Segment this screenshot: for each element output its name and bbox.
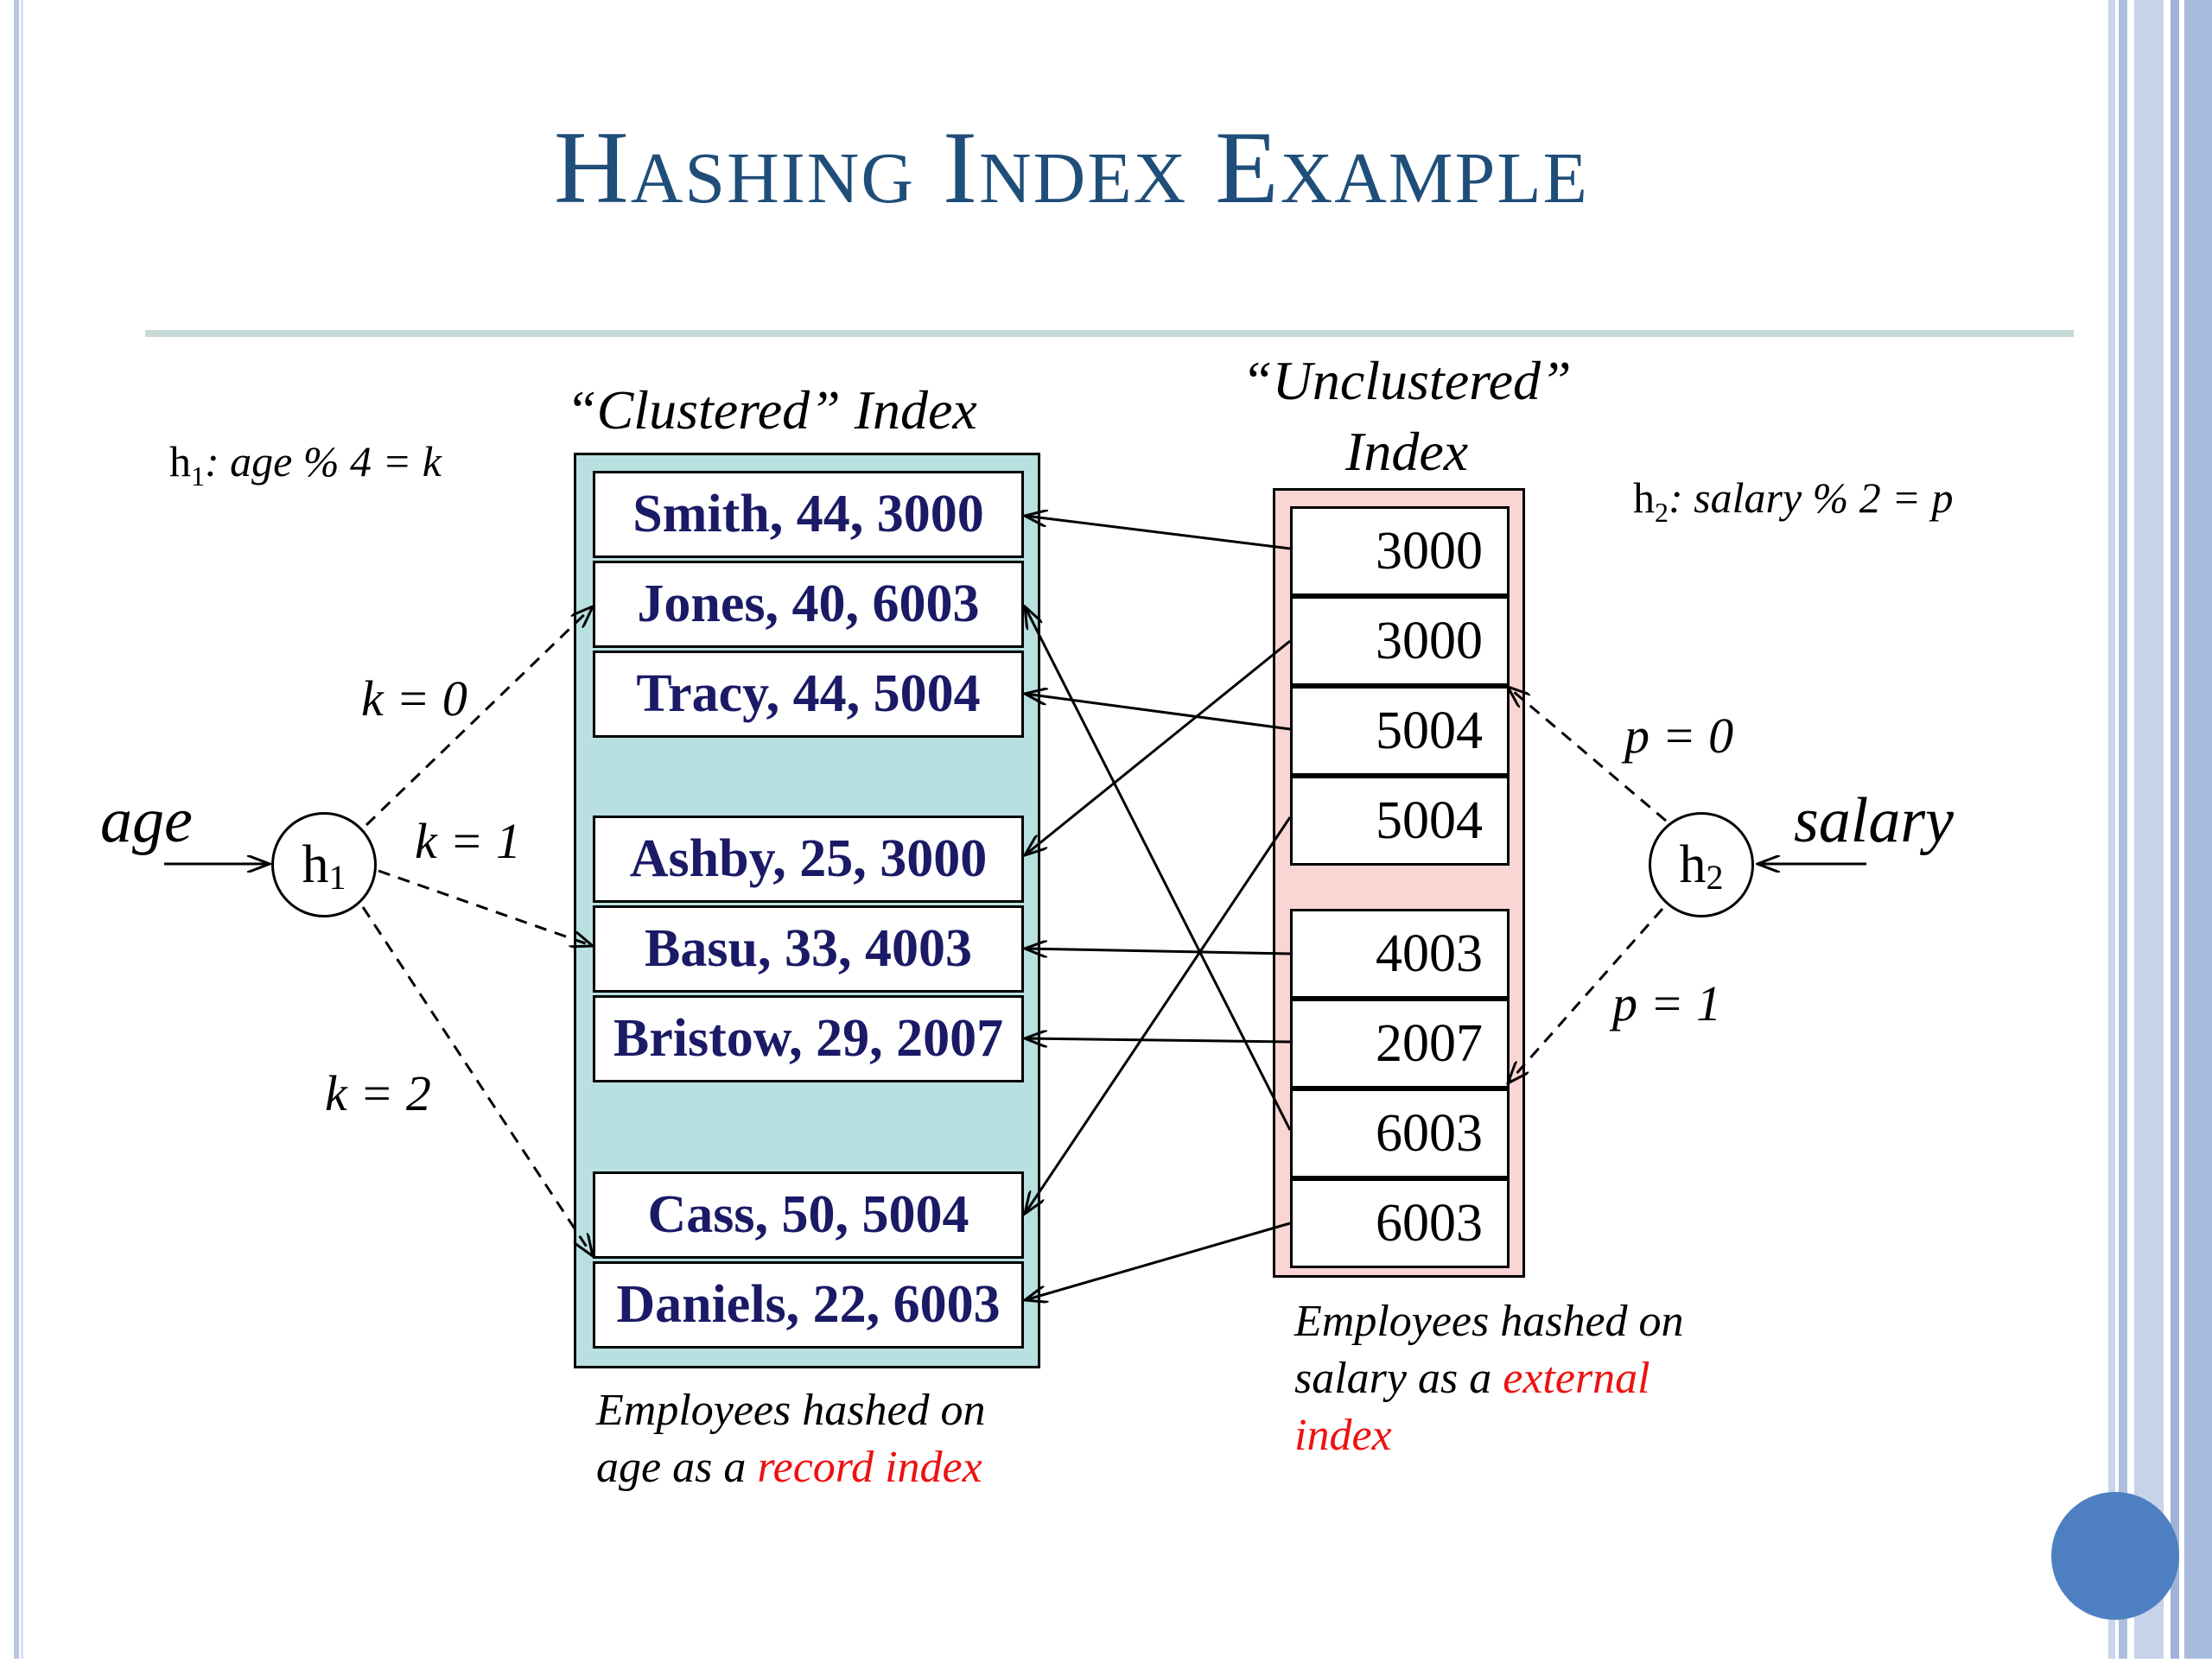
slide-title: Hashing Index Example [554,110,1589,225]
branch-p1: p = 1 [1612,975,1722,1031]
h2-formula: h2: salary % 2 = p [1633,473,1954,528]
clustered-heading: “Clustered” Index [566,379,977,441]
pointer-arrow [1025,1222,1291,1300]
age-input-label: age [100,785,193,856]
index-entry: 6003 [1290,1178,1510,1268]
pointer-arrow [1025,606,1292,1131]
record-row: Ashby, 25, 3000 [593,816,1024,903]
clustered-caption: Employees hashed on age as a record inde… [596,1386,986,1492]
record-row: Basu, 33, 4003 [593,905,1024,993]
title-divider [145,330,2074,337]
branch-p0: p = 0 [1624,708,1734,764]
unclustered-caption: Employees hashed on salary as a external… [1294,1297,1684,1460]
record-row: Smith, 44, 3000 [593,471,1024,558]
salary-input-label: salary [1794,785,1954,856]
record-row: Cass, 50, 5004 [593,1171,1024,1259]
index-entry: 2007 [1290,999,1510,1089]
index-entry: 3000 [1290,596,1510,686]
slide-right-border [2108,0,2212,1659]
index-entry: 3000 [1290,506,1510,596]
unclustered-heading-line1: “Unclustered” [1242,350,1572,411]
index-entry: 5004 [1290,776,1510,866]
pointer-arrow [1025,816,1292,1214]
h2-branch-p0-arrow [1508,687,1667,822]
record-row: Bristow, 29, 2007 [593,995,1024,1082]
index-entry: 5004 [1290,686,1510,776]
branch-k2: k = 2 [325,1065,431,1121]
branch-k0: k = 0 [361,670,467,727]
pointer-arrow [1025,949,1291,954]
slide-left-border [0,0,28,1659]
index-entry: 4003 [1290,909,1510,999]
h1-branch-k0-arrow [365,606,593,827]
unclustered-heading-line2: Index [1345,421,1469,482]
pointer-arrow [1025,516,1291,550]
h1-branch-k1-arrow [378,869,593,946]
record-row: Tracy, 44, 5004 [593,651,1024,738]
h2-branch-p1-arrow [1508,908,1664,1083]
h1-formula: h1: age % 4 = k [169,437,442,492]
pointer-arrow [1025,639,1291,855]
pointer-arrow [1025,694,1291,731]
h1-branch-k2-arrow [361,906,593,1256]
slide-decoration-dot [2051,1492,2179,1620]
record-row: Jones, 40, 6003 [593,561,1024,648]
pointer-arrow [1025,1038,1291,1042]
branch-k1: k = 1 [415,813,521,869]
record-row: Daniels, 22, 6003 [593,1261,1024,1349]
index-entry: 6003 [1290,1089,1510,1178]
